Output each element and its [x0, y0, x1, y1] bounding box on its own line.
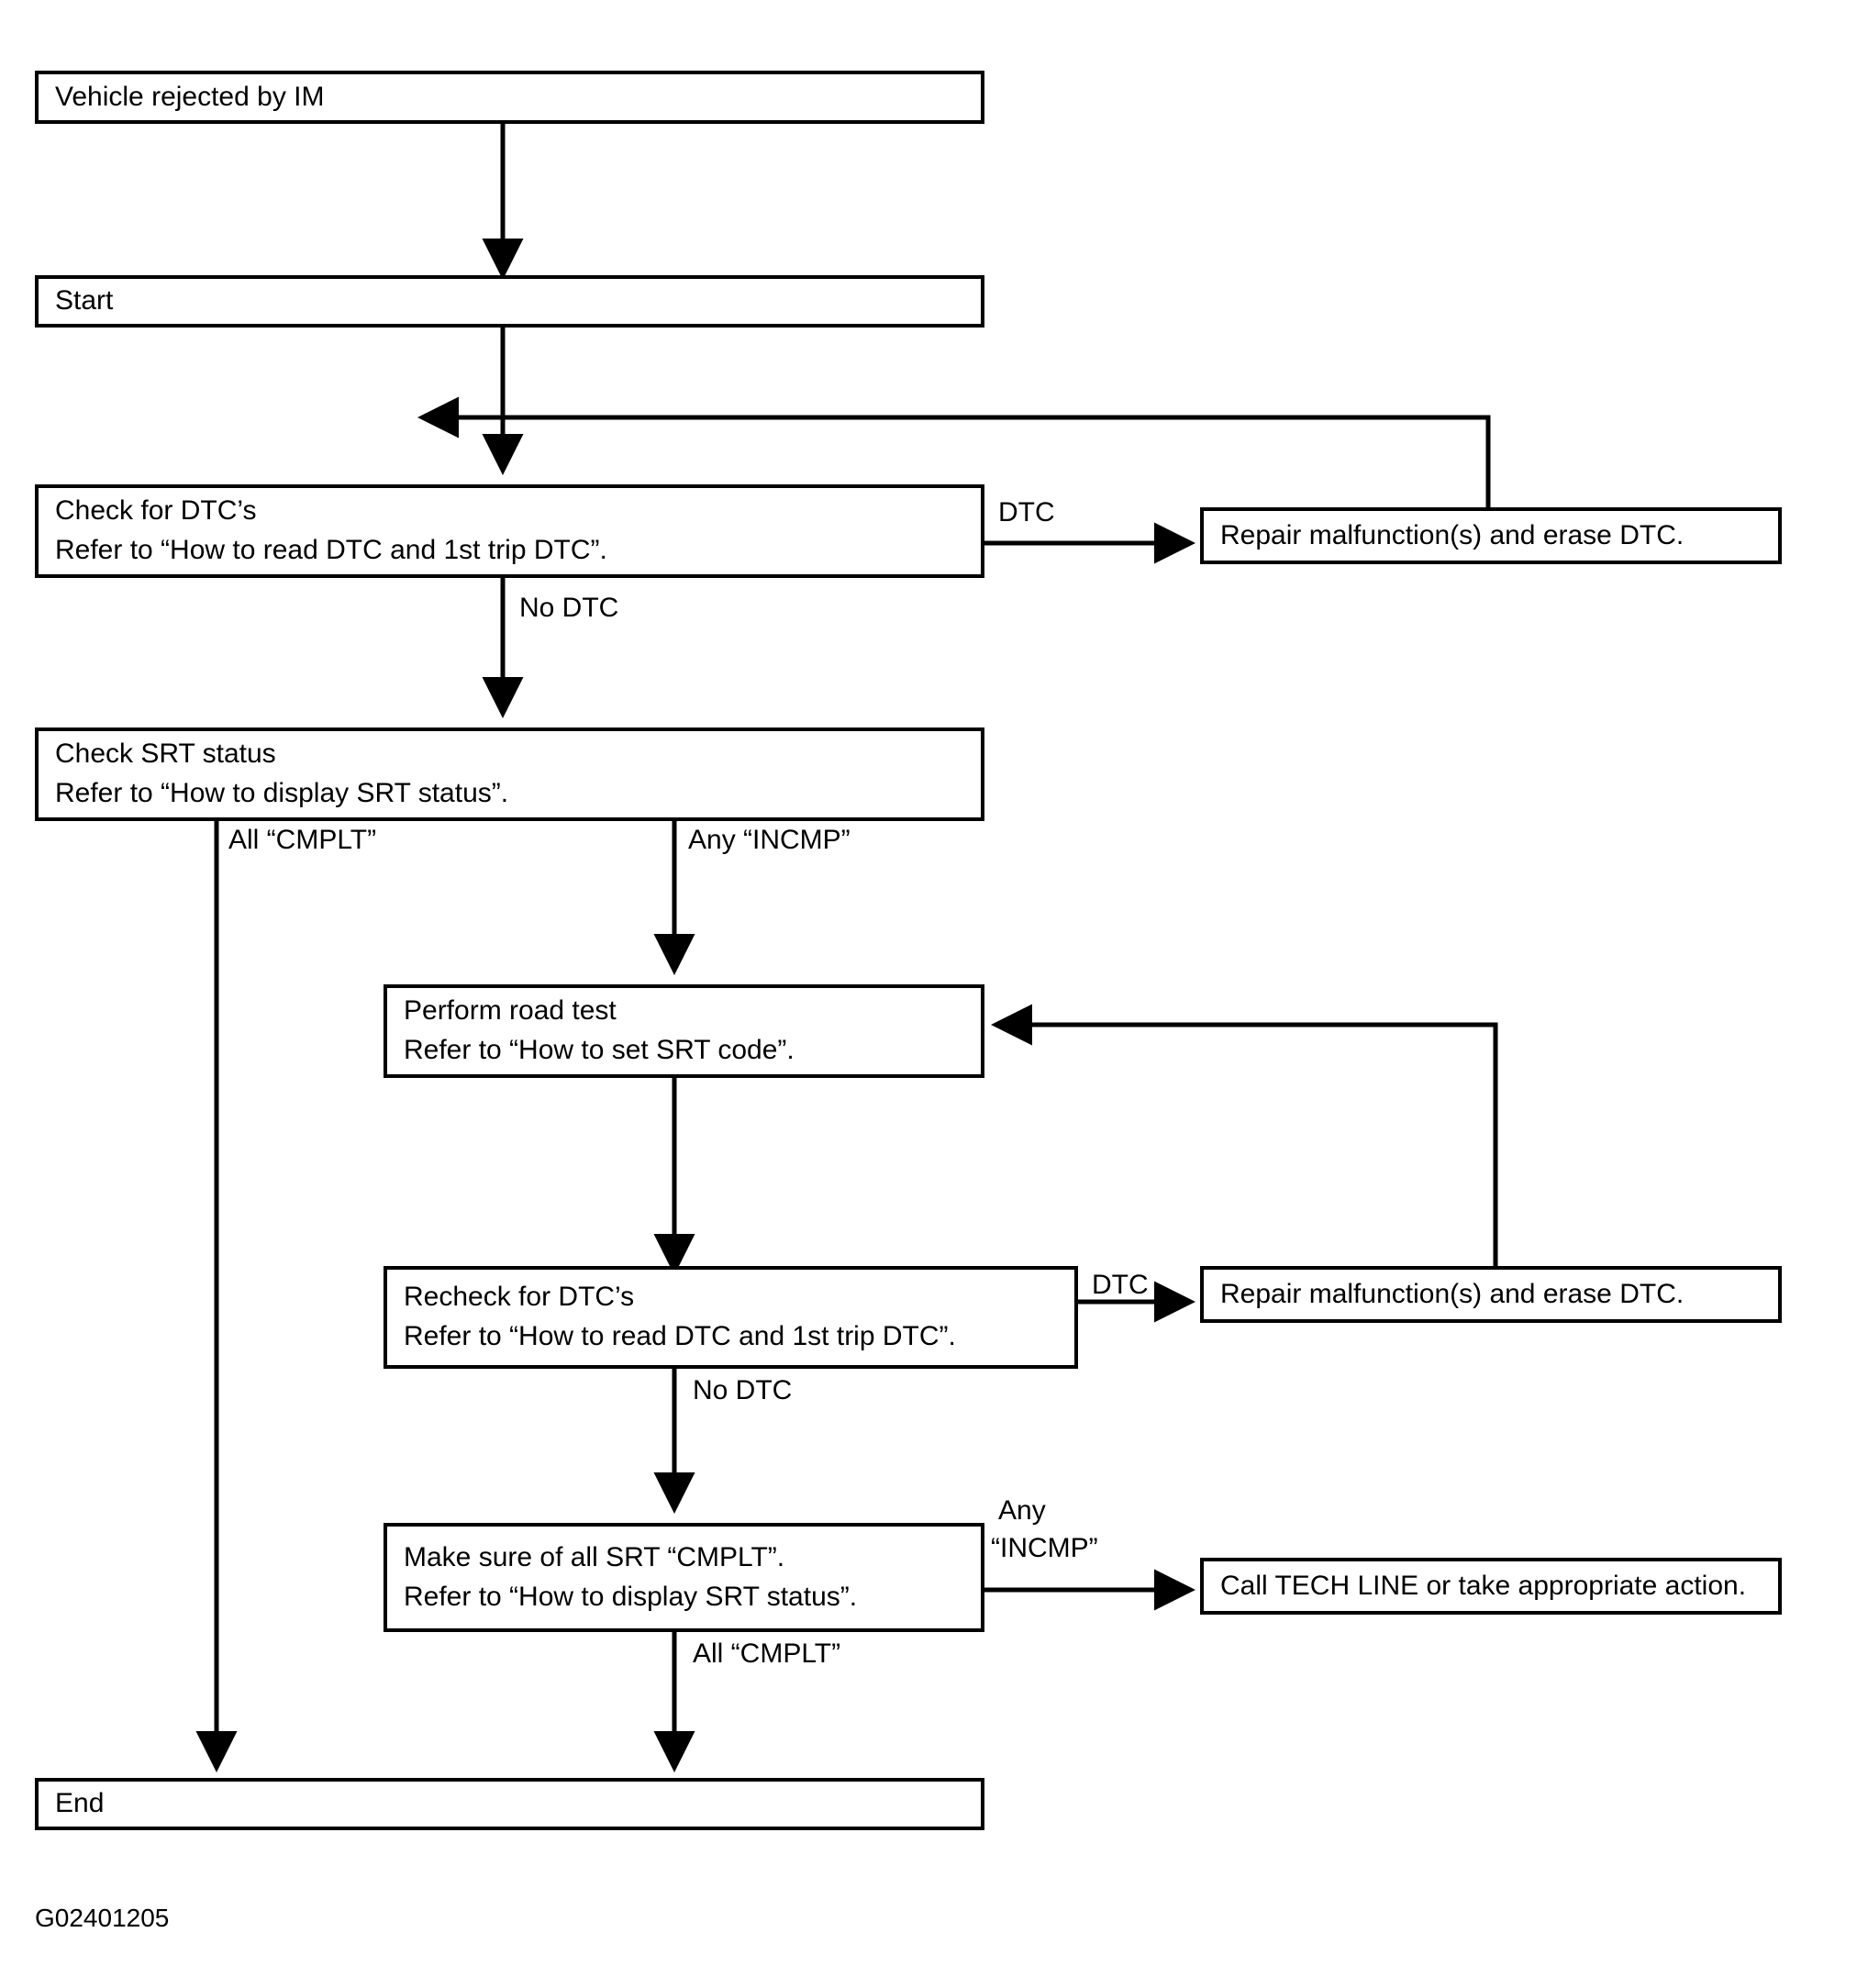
edge-label-dtc-1: DTC — [998, 497, 1055, 528]
edge-label-no-dtc-1: No DTC — [519, 593, 619, 623]
node-make-sure-all-srt-cmplt[interactable]: Make sure of all SRT “CMPLT”. Refer to “… — [384, 1523, 984, 1632]
node-text-line2: Refer to “How to read DTC and 1st trip D… — [404, 1321, 956, 1351]
node-text-line2: Refer to “How to display SRT status”. — [404, 1581, 858, 1612]
node-repair-malfunctions-2[interactable]: Repair malfunction(s) and erase DTC. — [1200, 1266, 1782, 1323]
node-text-line1: Perform road test — [404, 995, 617, 1027]
node-text: Start — [55, 285, 114, 317]
node-text-line2: Refer to “How to display SRT status”. — [55, 778, 509, 808]
edge-label-no-dtc-2: No DTC — [693, 1375, 793, 1405]
node-repair-malfunctions-1[interactable]: Repair malfunction(s) and erase DTC. — [1200, 507, 1782, 564]
edge-repair2-feedback — [991, 1004, 1498, 1266]
edge-label-any-incmp-1: Any “INCMP” — [688, 825, 851, 855]
node-text-line1: Check SRT status — [55, 739, 276, 770]
node-perform-road-test[interactable]: Perform road test Refer to “How to set S… — [384, 984, 984, 1078]
edge-label-all-cmplt-1: All “CMPLT” — [228, 825, 377, 855]
node-start[interactable]: Start — [35, 275, 984, 328]
node-text: Vehicle rejected by IM — [55, 81, 325, 112]
node-check-srt-status[interactable]: Check SRT status Refer to “How to displa… — [35, 727, 984, 821]
node-text-line1: Recheck for DTC’s — [404, 1282, 635, 1313]
edge-label-any-incmp-2-line2: “INCMP” — [991, 1533, 1098, 1563]
node-text: Repair malfunction(s) and erase DTC. — [1220, 519, 1685, 550]
node-text: Repair malfunction(s) and erase DTC. — [1220, 1278, 1685, 1309]
node-text-line1: Check for DTC’s — [55, 495, 257, 527]
node-text-line2: Refer to “How to read DTC and 1st trip D… — [55, 535, 607, 565]
node-check-for-dtcs[interactable]: Check for DTC’s Refer to “How to read DT… — [35, 484, 984, 578]
node-call-tech-line[interactable]: Call TECH LINE or take appropriate actio… — [1200, 1558, 1782, 1615]
edge-label-all-cmplt-2: All “CMPLT” — [693, 1638, 841, 1669]
edge-label-dtc-2: DTC — [1092, 1270, 1149, 1300]
node-text: End — [55, 1788, 105, 1819]
figure-id-label: G02401205 — [35, 1904, 170, 1932]
node-end[interactable]: End — [35, 1778, 984, 1830]
node-text: Call TECH LINE or take appropriate actio… — [1220, 1570, 1747, 1601]
node-text-line1: Make sure of all SRT “CMPLT”. — [404, 1541, 785, 1572]
node-recheck-for-dtcs[interactable]: Recheck for DTC’s Refer to “How to read … — [384, 1266, 1078, 1369]
node-text-line2: Refer to “How to set SRT code”. — [404, 1035, 795, 1065]
node-vehicle-rejected[interactable]: Vehicle rejected by IM — [35, 71, 984, 124]
edge-label-any-incmp-2-line1: Any — [998, 1495, 1046, 1526]
